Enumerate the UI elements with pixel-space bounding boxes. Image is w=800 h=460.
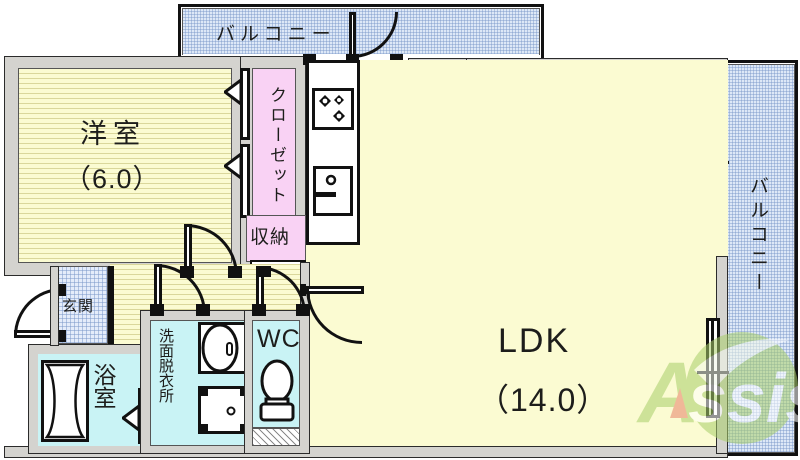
shuunou-fill — [246, 215, 306, 262]
balcony-top-label: バルコニー — [216, 24, 336, 45]
balcony-right-outline — [722, 60, 798, 456]
ldk-size: （14.0） — [477, 382, 610, 418]
wall-genkan-left — [50, 266, 59, 346]
stove-icon-2 — [312, 88, 354, 130]
kitchen-counter-outline-2 — [306, 60, 360, 245]
washitsu-left-door-hinge-b — [228, 266, 242, 278]
hall-jamb-1 — [258, 266, 271, 277]
closet-door-marker-lower — [224, 152, 242, 180]
balcony-door-hinge-top — [346, 54, 359, 65]
toilet-icon — [259, 359, 295, 422]
closet-label: クローゼット — [267, 86, 286, 206]
balcony-right-label: バルコニー — [747, 176, 768, 296]
balcony-door-leaf-top[interactable] — [349, 12, 356, 60]
bathroom-door-marker — [122, 404, 140, 432]
balcony-top-outline — [178, 4, 544, 58]
genkan-fill — [58, 266, 108, 344]
genkan-step-line — [108, 266, 114, 344]
bathtub-shape-icon — [44, 363, 86, 439]
washitsu-left-door-hinge-a — [180, 266, 194, 278]
closet-fill — [252, 68, 296, 218]
ldk-fill — [306, 60, 728, 450]
kitchen-jamb-left — [303, 54, 316, 65]
washer-pan-detail-icon — [201, 389, 247, 431]
shuunou-label: 収納 — [250, 227, 291, 248]
ldk-window-divider — [711, 318, 714, 418]
bathroom-label: 浴室 — [90, 363, 116, 409]
washroom-label: 洗面脱衣所 — [157, 328, 174, 403]
wc-floor-hatch — [252, 428, 300, 446]
wc-label: WC — [257, 325, 301, 353]
ldk-window-mark — [697, 371, 729, 374]
stove-burners-icon-2 — [319, 95, 345, 122]
washitsu-left-label: 洋室 — [80, 119, 146, 149]
ldk-label: LDK — [498, 322, 571, 360]
kitchen-sink-icon-2 — [313, 166, 353, 216]
balcony-door-jamb-top — [390, 54, 403, 65]
wc-outline — [252, 320, 300, 428]
closet-door-marker-upper — [224, 78, 242, 106]
balcony-top-inner-line — [182, 8, 540, 55]
wc-door-hinge-a — [252, 304, 266, 316]
kitchen-faucet-icon-2 — [314, 174, 337, 197]
genkan-label: 玄関 — [62, 298, 95, 315]
washitsu-left-size: （6.0） — [64, 164, 161, 194]
wc-door-hinge-b — [296, 304, 310, 316]
washroom-door-hinge-a — [150, 304, 164, 316]
washroom-door-hinge-b — [196, 304, 210, 316]
vanity-basin-icon — [201, 323, 239, 373]
closet-folding-door-lower[interactable] — [240, 144, 250, 218]
ldk-entry-door-leaf[interactable] — [306, 286, 364, 294]
balcony-right-inner-line — [726, 64, 795, 453]
